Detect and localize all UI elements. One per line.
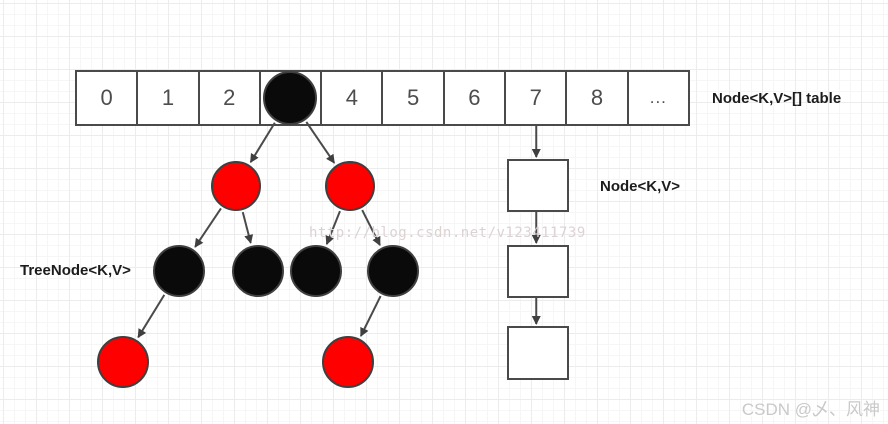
tree-edge-RR-RRL: [359, 295, 382, 337]
array-cell-6: 6: [444, 72, 507, 124]
array-cell-7: 7: [506, 72, 568, 124]
array-cell-8: 8: [567, 72, 629, 124]
tree-node-RRL-red: [322, 336, 374, 388]
watermark-url: http://blog.csdn.net/v123411739: [309, 225, 586, 241]
tree-edge-L-LR: [241, 211, 254, 244]
table-array-label: Node<K,V>[] table: [712, 90, 842, 107]
tree-node-root-black: [263, 71, 317, 125]
tree-edge-L-LL: [194, 207, 222, 248]
tree-node-LR-black: [232, 245, 284, 297]
tree-edge-R-RL: [325, 210, 341, 246]
tree-node-label: TreeNode<K,V>: [20, 262, 131, 279]
array-cell-0: 0: [77, 72, 139, 124]
list-node-label: Node<K,V>: [600, 178, 681, 195]
tree-node-LL-black: [153, 245, 205, 297]
tree-edge-root-R: [305, 121, 336, 164]
tree-node-LLL-red: [97, 336, 149, 388]
tree-node-RR-black: [367, 245, 419, 297]
list-node-box-1: [507, 159, 569, 212]
array-cell-2: 2: [199, 72, 261, 124]
list-node-box-3: [507, 326, 569, 380]
tree-node-L-red: [211, 161, 261, 211]
tree-edge-root-L: [249, 122, 276, 163]
array-cell-5: 5: [383, 72, 445, 124]
array-cell-4: 4: [322, 72, 384, 124]
list-node-box-2: [507, 245, 569, 298]
tree-node-RL-black: [290, 245, 342, 297]
tree-edge-LL-LLL: [137, 294, 166, 339]
array-cell-1: 1: [138, 72, 200, 124]
csdn-credit: CSDN @乄、风神: [741, 400, 880, 419]
tree-edge-R-RR: [361, 209, 381, 247]
array-cell-ellipsis: ...: [628, 72, 688, 124]
tree-node-R-red: [325, 161, 375, 211]
